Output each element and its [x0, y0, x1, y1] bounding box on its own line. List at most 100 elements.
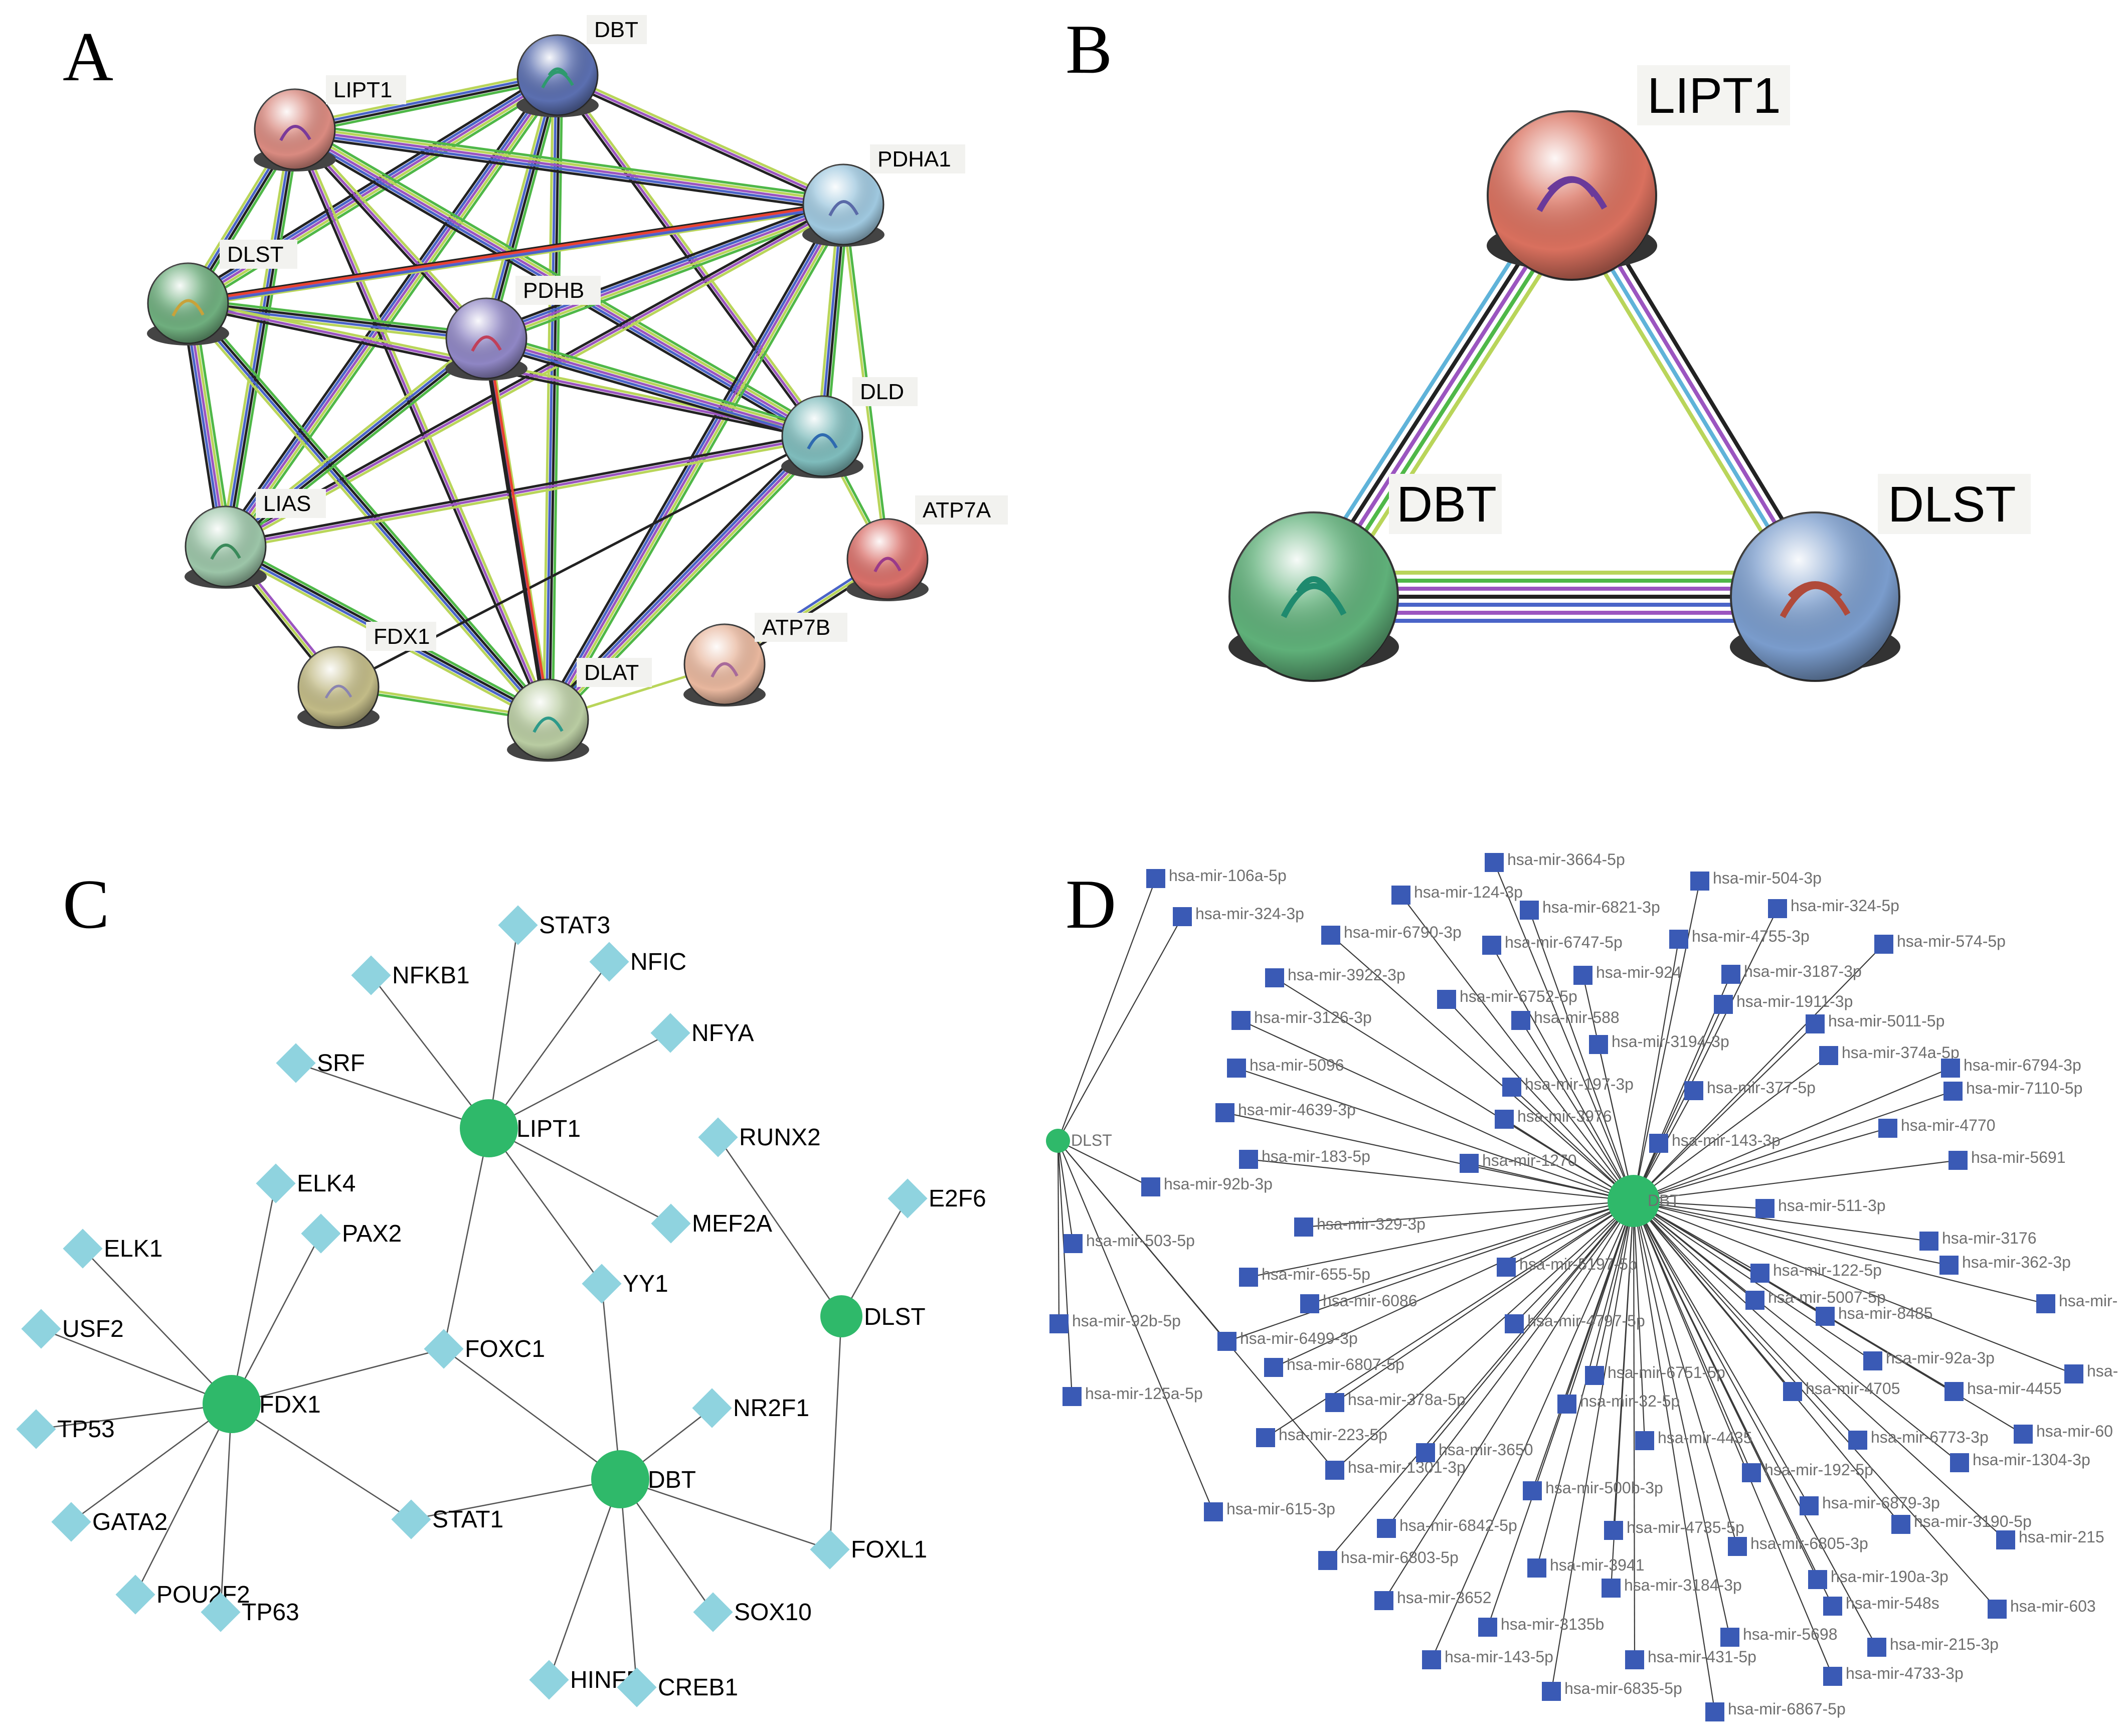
mirna-node[interactable]: hsa-mir-106a-5p	[1146, 866, 1287, 888]
mirna-node[interactable]: hsa-mir-377-5p	[1684, 1079, 1816, 1100]
mirna-node[interactable]: hsa-mir-1304-3p	[1950, 1451, 2090, 1472]
mirna-node[interactable]: hsa-mir-3976	[1495, 1107, 1612, 1129]
mirna-node[interactable]: hsa-mir-4797-5p	[1505, 1312, 1645, 1333]
tf-node-foxl1[interactable]: FOXL1	[810, 1529, 927, 1570]
tf-node-mef2a[interactable]: MEF2A	[651, 1203, 772, 1244]
tf-node-creb1[interactable]: CREB1	[617, 1667, 738, 1707]
mirna-node[interactable]: hsa-mir-4733-3p	[1823, 1664, 1964, 1686]
mirna-node[interactable]: hsa-mir-5691	[1948, 1148, 2066, 1170]
mirna-node[interactable]: hsa-mir-500b-3p	[1523, 1479, 1663, 1500]
mirna-node[interactable]: hsa-mir-5007-5p	[1745, 1288, 1886, 1310]
mirna-node[interactable]: hsa-mir-6807-5p	[1264, 1355, 1404, 1377]
mirna-node[interactable]: hsa-mir-92b-5p	[1049, 1312, 1181, 1333]
tf-node-nfkb1[interactable]: NFKB1	[351, 955, 470, 995]
mirna-node[interactable]: hsa-mir-511-3p	[1755, 1196, 1886, 1218]
ppi-node-atp7b[interactable]: ATP7B	[683, 613, 847, 707]
mirna-node[interactable]: hsa-mir-122-5p	[1750, 1261, 1882, 1283]
tf-node-nfya[interactable]: NFYA	[650, 1013, 754, 1053]
mirna-node[interactable]: hsa-mir-6747-5p	[1482, 933, 1623, 955]
mirna-node[interactable]: hsa-mir-4755-3p	[1669, 927, 1810, 949]
tf-node-pax2[interactable]: PAX2	[301, 1213, 402, 1254]
mirna-node[interactable]: hsa-mir-574-5p	[1874, 932, 2006, 954]
mirna-node[interactable]: hsa-mir-362-3p	[1939, 1253, 2071, 1275]
mirna-node[interactable]: hsa-mir-3135b	[1478, 1615, 1604, 1637]
triangle-node-dlst[interactable]: DLST	[1730, 474, 2031, 682]
mirna-node[interactable]: hsa-mir-125a-5p	[1062, 1384, 1203, 1406]
mirna-node[interactable]: hsa-mir-503-5p	[1064, 1232, 1195, 1253]
mirna-node[interactable]: hsa-mir-5011-5p	[1806, 1012, 1944, 1033]
mirna-node[interactable]: hsa-mir-924	[1573, 963, 1682, 985]
mirna-node[interactable]: hsa-mir-6751-5p	[1585, 1363, 1725, 1385]
tf-node-elk4[interactable]: ELK4	[256, 1163, 356, 1203]
mirna-node[interactable]: hsa-mir-6773-3p	[1848, 1428, 1989, 1450]
ppi-node-dlat[interactable]: DLAT	[507, 658, 652, 762]
ppi-node-lias[interactable]: LIAS	[185, 489, 326, 589]
mirna-node[interactable]: hsa-mir-197-3p	[1502, 1075, 1634, 1097]
mirna-node[interactable]: hsa-mir-6879-3p	[1800, 1494, 1940, 1515]
mirna-node[interactable]: hsa-mir-4770	[1878, 1116, 1996, 1138]
mirna-node[interactable]: hsa-mir-32-5p	[1557, 1392, 1680, 1414]
mirna-node[interactable]: hsa-mir-504-3p	[1690, 869, 1822, 891]
mirna-node[interactable]: hsa-mir-92a-3p	[1863, 1349, 1995, 1370]
mirna-node[interactable]: hsa-mir-4735-5p	[1604, 1518, 1744, 1540]
mirna-node[interactable]: hsa-mir-6499-3p	[1217, 1329, 1358, 1351]
mirna-node[interactable]: hsa-mir-3664-5p	[1485, 850, 1625, 872]
mirna-node[interactable]: hsa-mir-4639-3p	[1215, 1101, 1356, 1122]
mirna-node[interactable]: hsa-mir-3941	[1527, 1556, 1645, 1578]
mirna-node[interactable]: hsa-mir-3194-3p	[1589, 1032, 1729, 1054]
mirna-node[interactable]: hsa-mir-374a-5p	[1819, 1044, 1960, 1065]
tf-hub-lipt1[interactable]: LIPT1	[460, 1099, 581, 1157]
mirna-node[interactable]: hsa-mir-3126-3p	[1231, 1008, 1372, 1030]
mirna-hub-dbt[interactable]: DBT	[1608, 1175, 1680, 1227]
mirna-node[interactable]: hsa-mir-6842-5p	[1377, 1516, 1517, 1538]
mirna-node[interactable]: hsa-mir-3650	[1416, 1441, 1533, 1462]
mirna-node[interactable]: hsa-mir-215-3p	[1867, 1635, 1999, 1657]
mirna-node[interactable]: hsa-mir-4435	[1635, 1429, 1752, 1450]
tf-node-gata2[interactable]: GATA2	[51, 1502, 167, 1542]
tf-node-e2f6[interactable]: E2F6	[888, 1178, 986, 1219]
mirna-node[interactable]: hsa-mir-6086	[1300, 1292, 1418, 1313]
tf-node-nfic[interactable]: NFIC	[589, 942, 686, 982]
ppi-node-pdha1[interactable]: PDHA1	[802, 144, 965, 247]
mirna-node[interactable]: hsa-mir-3652	[1374, 1589, 1492, 1610]
mirna-node[interactable]: hsa-mir-6821-3p	[1520, 898, 1660, 920]
mirna-node[interactable]: hsa-mir-4705	[1783, 1379, 1900, 1401]
mirna-node[interactable]: hsa-	[2064, 1362, 2118, 1383]
mirna-node[interactable]: hsa-mir-124-3p	[1391, 883, 1523, 905]
ppi-node-dbt[interactable]: DBT	[516, 15, 647, 117]
mirna-node[interactable]: hsa-mir-1301-3p	[1325, 1458, 1466, 1480]
mirna-node[interactable]: hsa-mir-6803-5p	[1318, 1548, 1459, 1570]
tf-node-runx2[interactable]: RUNX2	[698, 1117, 821, 1157]
mirna-node[interactable]: hsa-mir-324-5p	[1768, 897, 1899, 918]
tf-node-sox10[interactable]: SOX10	[693, 1592, 812, 1632]
tf-node-srf[interactable]: SRF	[276, 1043, 365, 1083]
tf-node-stat3[interactable]: STAT3	[498, 905, 610, 945]
tf-hub-dbt[interactable]: DBT	[591, 1450, 696, 1508]
mirna-node[interactable]: hsa-mir-223-5p	[1256, 1426, 1387, 1447]
ppi-node-dld[interactable]: DLD	[781, 377, 918, 478]
mirna-node[interactable]: hsa-mir-588	[1511, 1008, 1620, 1030]
mirna-node[interactable]: hsa-mir-431-5p	[1625, 1648, 1756, 1669]
ppi-node-atp7a[interactable]: ATP7A	[846, 495, 1008, 601]
mirna-node[interactable]: hsa-mir-3176	[1919, 1229, 2037, 1251]
mirna-node[interactable]: hsa-mir-324-3p	[1173, 905, 1304, 926]
mirna-node[interactable]: hsa-mir-190a-3p	[1808, 1568, 1948, 1589]
mirna-node[interactable]: hsa-mir-1270	[1460, 1151, 1577, 1173]
mirna-node[interactable]: hsa-mir-8485	[1816, 1304, 1933, 1326]
tf-node-nr2f1[interactable]: NR2F1	[692, 1388, 809, 1428]
ppi-node-fdx1[interactable]: FDX1	[297, 622, 436, 729]
tf-node-yy1[interactable]: YY1	[582, 1264, 668, 1304]
mirna-node[interactable]: hsa-mir-3190-5p	[1891, 1512, 2032, 1534]
mirna-node[interactable]: hsa-mir-	[2036, 1292, 2117, 1313]
mirna-node[interactable]: hsa-mir-6790-3p	[1321, 923, 1462, 945]
mirna-node[interactable]: hsa-mir-92b-3p	[1141, 1175, 1273, 1196]
ppi-node-pdhb[interactable]: PDHB	[445, 276, 601, 381]
mirna-node[interactable]: hsa-mir-329-3p	[1294, 1215, 1426, 1237]
mirna-node[interactable]: hsa-mir-183-5p	[1239, 1147, 1370, 1169]
mirna-node[interactable]: hsa-mir-6835-5p	[1542, 1679, 1682, 1701]
mirna-node[interactable]: hsa-mir-615-3p	[1204, 1500, 1335, 1521]
tf-node-foxc1[interactable]: FOXC1	[424, 1329, 545, 1369]
mirna-node[interactable]: hsa-mir-655-5p	[1239, 1265, 1370, 1287]
tf-node-tp53[interactable]: TP53	[16, 1409, 115, 1449]
tf-hub-dlst[interactable]: DLST	[820, 1295, 926, 1337]
